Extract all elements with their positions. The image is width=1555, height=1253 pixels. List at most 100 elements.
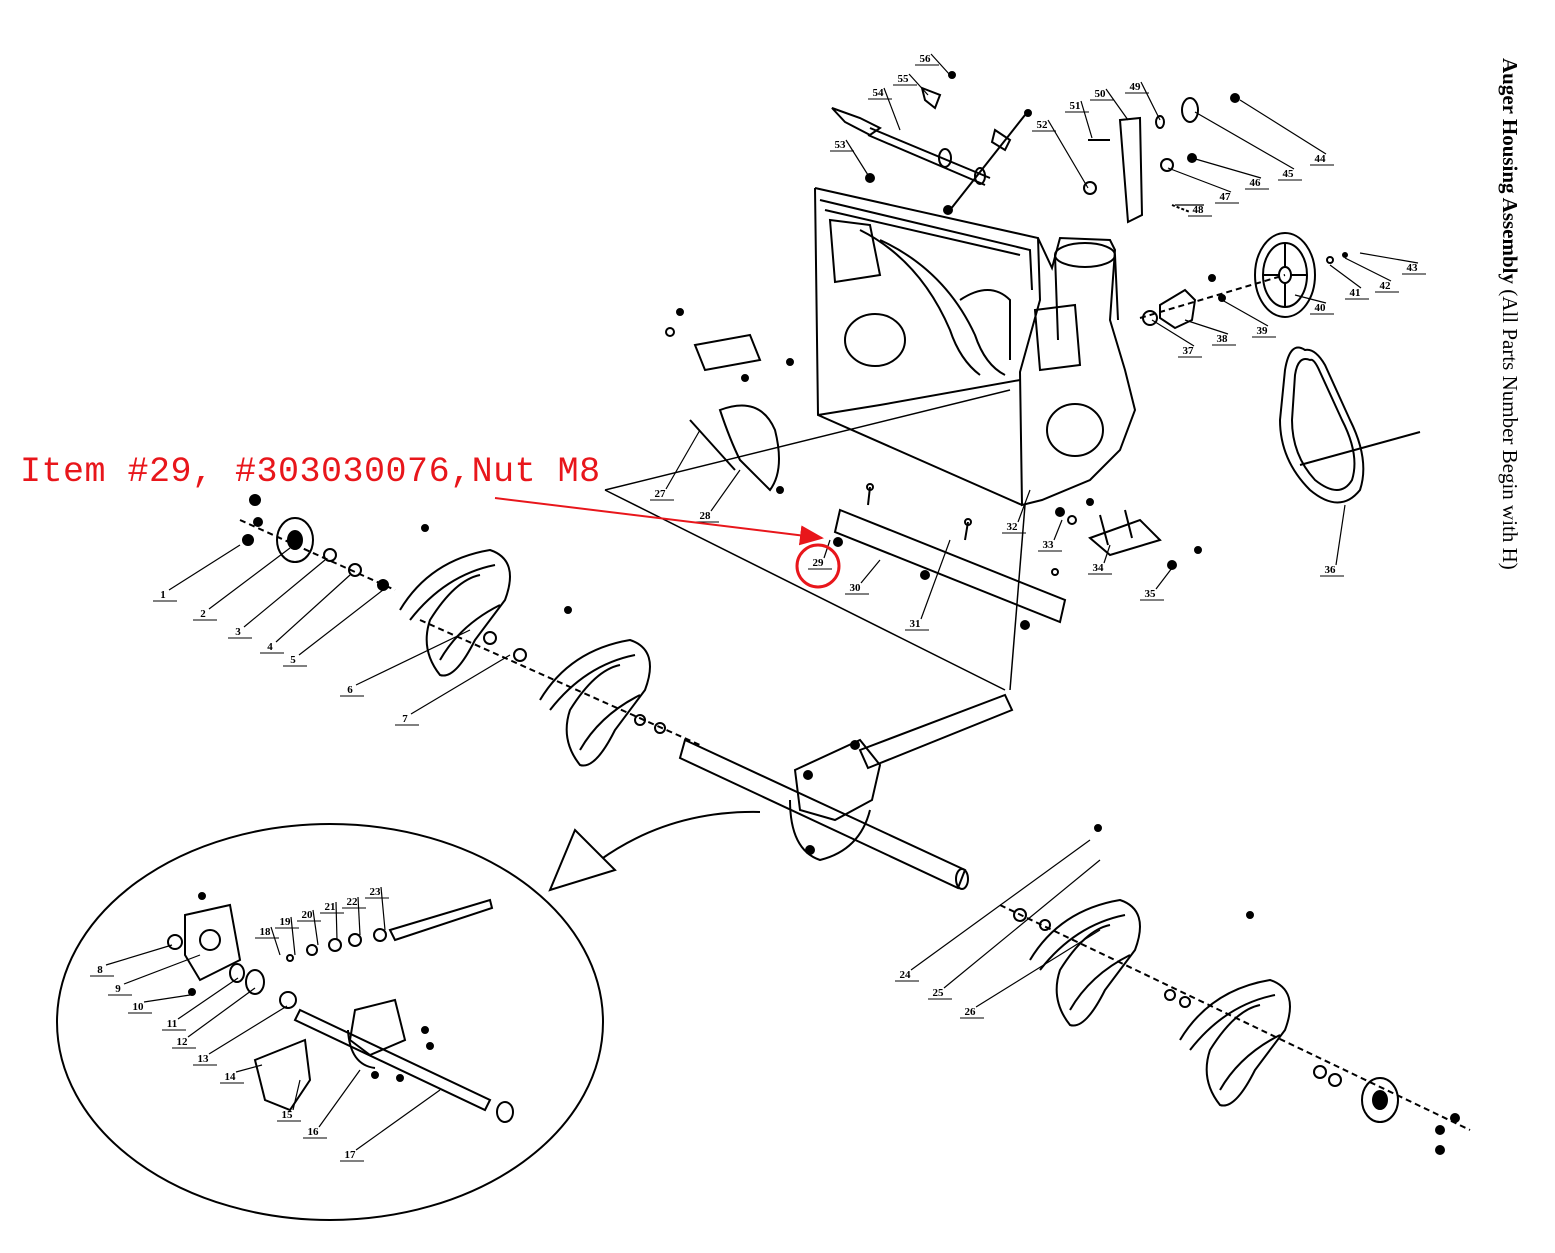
part-label-21: 21 — [325, 901, 336, 913]
part-label-3: 3 — [235, 626, 241, 638]
leader-line-41 — [1329, 264, 1362, 289]
top-shaft-assembly — [831, 71, 1032, 215]
skid-shoe — [1055, 498, 1202, 570]
leader-line-49 — [1140, 81, 1161, 121]
leader-line-20 — [312, 909, 319, 946]
part-label-5: 5 — [290, 654, 296, 666]
part-label-40: 40 — [1315, 302, 1327, 314]
part-label-52: 52 — [1037, 119, 1049, 131]
left-flange — [239, 494, 396, 591]
leader-line-53 — [845, 139, 869, 176]
part-label-36: 36 — [1325, 564, 1337, 576]
leader-line-2 — [208, 547, 291, 610]
leader-line-1 — [168, 544, 241, 591]
part-label-48: 48 — [1193, 204, 1205, 216]
right-augers — [999, 824, 1471, 1155]
leader-line-16 — [318, 1069, 361, 1128]
leader-line-11 — [177, 977, 239, 1020]
part-label-28: 28 — [700, 510, 712, 522]
gearbox-and-shaft — [678, 693, 1014, 890]
part-label-4: 4 — [267, 641, 273, 653]
part-label-1: 1 — [160, 589, 166, 601]
highlight-arrow — [494, 497, 824, 546]
part-label-2: 2 — [200, 608, 206, 620]
belt — [1278, 346, 1421, 504]
leader-line-7 — [410, 654, 511, 715]
leader-line-31 — [920, 539, 951, 620]
leader-line-47 — [1167, 167, 1232, 193]
part-label-51: 51 — [1070, 100, 1081, 112]
leader-line-34 — [1103, 544, 1111, 564]
pulley-assembly — [1083, 93, 1348, 330]
part-label-32: 32 — [1007, 521, 1019, 533]
part-label-29: 29 — [813, 557, 825, 569]
leader-line-5 — [298, 589, 384, 656]
part-label-15: 15 — [282, 1109, 294, 1121]
scraper-bar — [833, 483, 1067, 630]
part-label-18: 18 — [260, 926, 272, 938]
leader-line-40 — [1294, 294, 1327, 304]
part-label-25: 25 — [933, 987, 945, 999]
leader-line-8 — [105, 944, 173, 966]
part-label-35: 35 — [1145, 588, 1157, 600]
leader-line-26 — [975, 929, 1101, 1008]
page-title-normal: (All Parts Number Begin with H) — [1498, 284, 1522, 570]
leader-line-15 — [292, 1079, 301, 1111]
part-label-8: 8 — [97, 964, 103, 976]
leader-line-4 — [275, 574, 351, 643]
part-label-56: 56 — [920, 53, 932, 65]
leader-line-12 — [187, 987, 256, 1038]
part-label-47: 47 — [1220, 191, 1232, 203]
leader-line-25 — [943, 859, 1101, 989]
part-label-10: 10 — [133, 1001, 145, 1013]
part-label-37: 37 — [1183, 345, 1195, 357]
leader-line-43 — [1359, 252, 1419, 264]
part-label-17: 17 — [345, 1149, 357, 1161]
part-label-44: 44 — [1315, 153, 1327, 165]
part-label-43: 43 — [1407, 262, 1419, 274]
leader-line-3 — [243, 559, 326, 628]
leader-line-28 — [710, 469, 741, 512]
leader-line-44 — [1239, 99, 1327, 155]
item-29-highlight — [494, 497, 841, 589]
leader-line-51 — [1080, 100, 1093, 139]
leader-line-39 — [1221, 299, 1269, 327]
part-label-27: 27 — [655, 488, 667, 500]
leader-line-38 — [1184, 319, 1229, 335]
auger-housing — [814, 187, 1137, 507]
part-label-34: 34 — [1093, 562, 1105, 574]
part-label-13: 13 — [198, 1053, 210, 1065]
part-label-55: 55 — [898, 73, 910, 85]
part-label-22: 22 — [347, 896, 359, 908]
leader-line-17 — [355, 1089, 441, 1151]
callout-text: Item #29, #303030076,Nut M8 — [20, 452, 601, 492]
leader-line-32 — [1017, 489, 1031, 523]
leader-line-35 — [1155, 567, 1173, 590]
part-label-42: 42 — [1380, 280, 1392, 292]
part-label-11: 11 — [167, 1018, 177, 1030]
leader-line-13 — [208, 1005, 288, 1055]
part-label-16: 16 — [308, 1126, 320, 1138]
part-label-23: 23 — [370, 886, 382, 898]
part-label-49: 49 — [1130, 81, 1142, 93]
part-label-30: 30 — [850, 582, 862, 594]
leader-line-33 — [1053, 519, 1063, 541]
leader-line-54 — [883, 87, 901, 131]
leader-line-9 — [123, 954, 201, 985]
leader-line-14 — [235, 1064, 263, 1073]
page-title: Auger Housing Assembly (All Parts Number… — [1490, 58, 1530, 758]
leader-line-30 — [860, 559, 881, 584]
part-label-39: 39 — [1257, 325, 1269, 337]
left-brackets — [665, 308, 794, 494]
part-label-6: 6 — [347, 684, 353, 696]
gearbox-detail — [56, 823, 604, 1221]
leader-line-18 — [270, 926, 281, 956]
left-augers — [399, 524, 701, 767]
leader-line-10 — [143, 994, 191, 1003]
part-label-41: 41 — [1350, 287, 1361, 299]
leader-line-6 — [355, 629, 471, 686]
part-label-46: 46 — [1250, 177, 1262, 189]
part-label-26: 26 — [965, 1006, 977, 1018]
